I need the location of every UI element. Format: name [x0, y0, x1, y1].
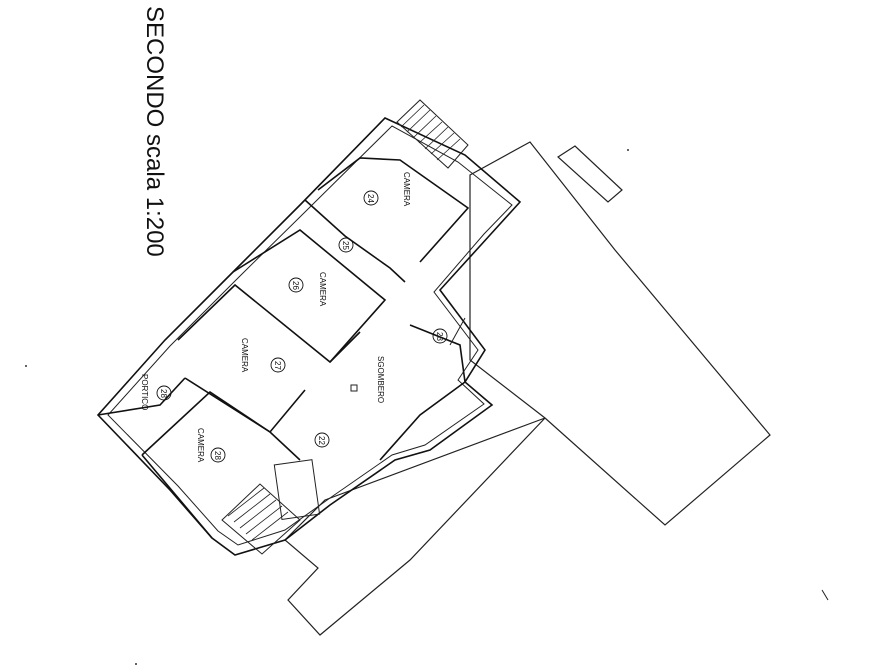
room-number: 24	[366, 194, 375, 203]
room-label: CAMERA	[196, 428, 205, 463]
room-23: 23	[432, 317, 466, 346]
exterior-outline	[284, 141, 771, 636]
room-label: CAMERA	[318, 272, 327, 307]
room-sgombero: SGOMBERO 22	[314, 356, 385, 448]
stair-top	[396, 99, 469, 169]
room-number: 23	[435, 332, 444, 341]
room-label: CAMERA	[402, 172, 411, 207]
room-number: 28	[213, 451, 222, 460]
room-label: CAMERA	[240, 338, 249, 373]
room-28: CAMERA 28	[196, 428, 226, 463]
room-label: PORTICO	[140, 374, 149, 410]
stair-bottom	[221, 459, 321, 555]
room-number: 28	[159, 389, 168, 398]
room-25: 25	[338, 237, 354, 253]
room-number: 25	[341, 241, 350, 250]
building-walls	[96, 117, 522, 556]
room-number: 22	[317, 436, 326, 445]
plan-title: SECONDO scala 1:200	[141, 6, 168, 257]
room-label: SGOMBERO	[376, 356, 385, 403]
room-27: CAMERA 27	[240, 338, 286, 373]
room-number: 26	[291, 281, 300, 290]
room-number: 27	[273, 361, 282, 370]
room-portico: PORTICO 28	[140, 374, 172, 410]
room-26: CAMERA 26	[288, 272, 327, 307]
room-24: CAMERA 24	[363, 172, 411, 207]
